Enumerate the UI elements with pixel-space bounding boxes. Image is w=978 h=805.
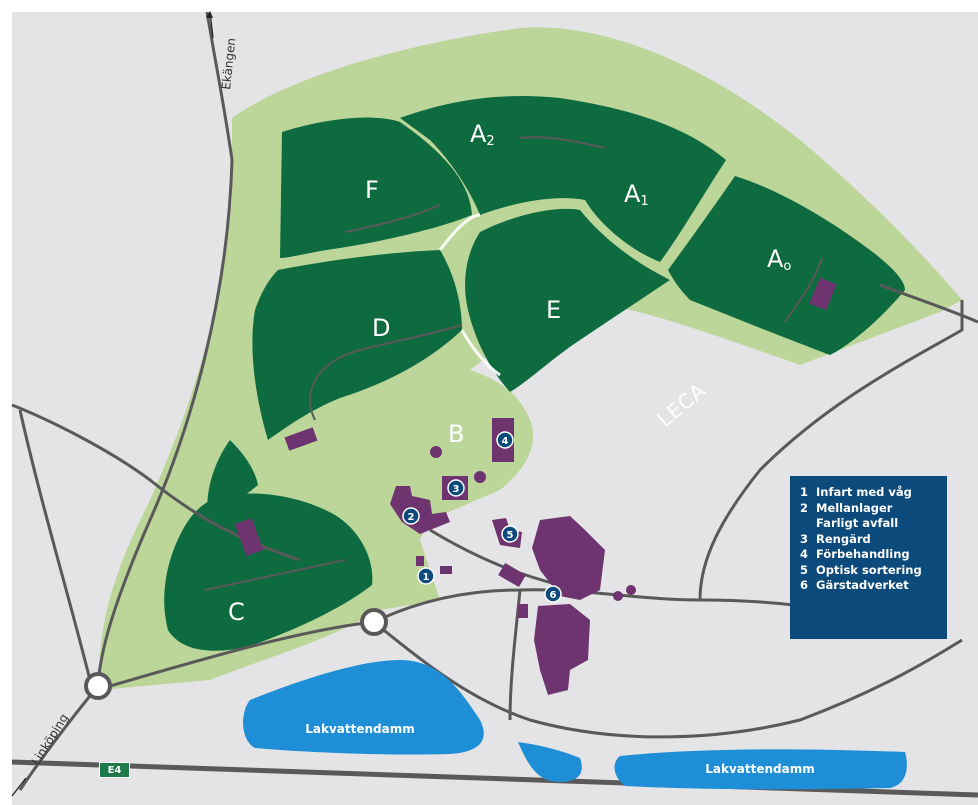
marker-3[interactable]: 3: [447, 479, 465, 497]
zone-small: [207, 440, 258, 515]
roundabout-west: [84, 672, 112, 700]
marker-5[interactable]: 5: [501, 525, 519, 543]
zone-a2-a1[interactable]: [400, 96, 726, 262]
pond-right[interactable]: [614, 749, 907, 790]
legend-num: 6: [800, 578, 809, 592]
marker-6[interactable]: 6: [544, 585, 562, 603]
zone-d[interactable]: [252, 250, 462, 440]
legend-label: Infart med våg: [816, 485, 912, 499]
zone-c-label: C: [228, 598, 245, 626]
legend-item-2: 2 Mellanlager: [800, 501, 941, 517]
legend-num: 1: [800, 485, 809, 499]
legend-num: 3: [800, 531, 809, 546]
marker-4-label: 4: [502, 436, 509, 447]
zone-e-label: E: [546, 296, 561, 324]
zone-c[interactable]: [164, 493, 373, 651]
legend-num: 2: [800, 500, 809, 515]
legend-label: Rengärd: [816, 531, 871, 546]
marker-6-label: 6: [550, 590, 557, 601]
pond-left[interactable]: [243, 660, 484, 755]
highway-e4-sign: E4: [99, 762, 130, 778]
legend-num: 4: [800, 547, 809, 561]
zone-d-label: D: [372, 314, 390, 342]
buildings: [234, 277, 837, 695]
legend-panel: 1 Infart med våg 2 Mellanlager Farligt avf…: [790, 476, 947, 639]
marker-5-label: 5: [507, 530, 514, 541]
zone-f[interactable]: [280, 117, 472, 259]
zone-f-label: F: [365, 176, 379, 204]
zone-a0[interactable]: [668, 176, 905, 355]
legend-item-4: 4 Förbehandling: [800, 547, 941, 563]
marker-2-label: 2: [408, 512, 415, 523]
legend-num: 5: [800, 562, 809, 577]
marker-3-label: 3: [453, 484, 460, 495]
legend-item-2-continued: Farligt avfall: [816, 516, 899, 530]
legend-item-6: 6 Gärstadverket: [800, 578, 941, 594]
zone-a0-label: Ao: [767, 245, 791, 274]
pond-middle[interactable]: [518, 742, 582, 782]
legend-label: Gärstadverket: [816, 578, 909, 592]
marker-2[interactable]: 2: [402, 507, 420, 525]
zone-a2-label: A2: [470, 120, 495, 149]
marker-4[interactable]: 4: [496, 431, 514, 449]
legend-item-5: 5 Optisk sortering: [800, 563, 941, 579]
roundabout-east: [360, 608, 388, 636]
marker-1-label: 1: [423, 572, 430, 583]
zone-e[interactable]: [465, 208, 670, 392]
highway-e4: [11, 759, 978, 798]
internal-roads: [204, 136, 823, 591]
legend-label: Optisk sortering: [816, 562, 922, 577]
marker-1[interactable]: 1: [417, 567, 435, 585]
zone-a1-label: A1: [624, 180, 649, 209]
main-roads: [11, 11, 978, 791]
legend-item-1: 1 Infart med våg: [800, 485, 941, 501]
legend-item-3: 3 Rengärd: [800, 532, 941, 548]
pond-left-label: Lakvattendamm: [305, 722, 415, 736]
legend-label: Förbehandling: [816, 547, 910, 561]
zone-b-label: B: [448, 420, 464, 448]
pond-right-label: Lakvattendamm: [705, 762, 815, 776]
road-label-ekangen: Ekängen: [219, 37, 238, 90]
legend-label: Mellanlager: [816, 500, 893, 515]
